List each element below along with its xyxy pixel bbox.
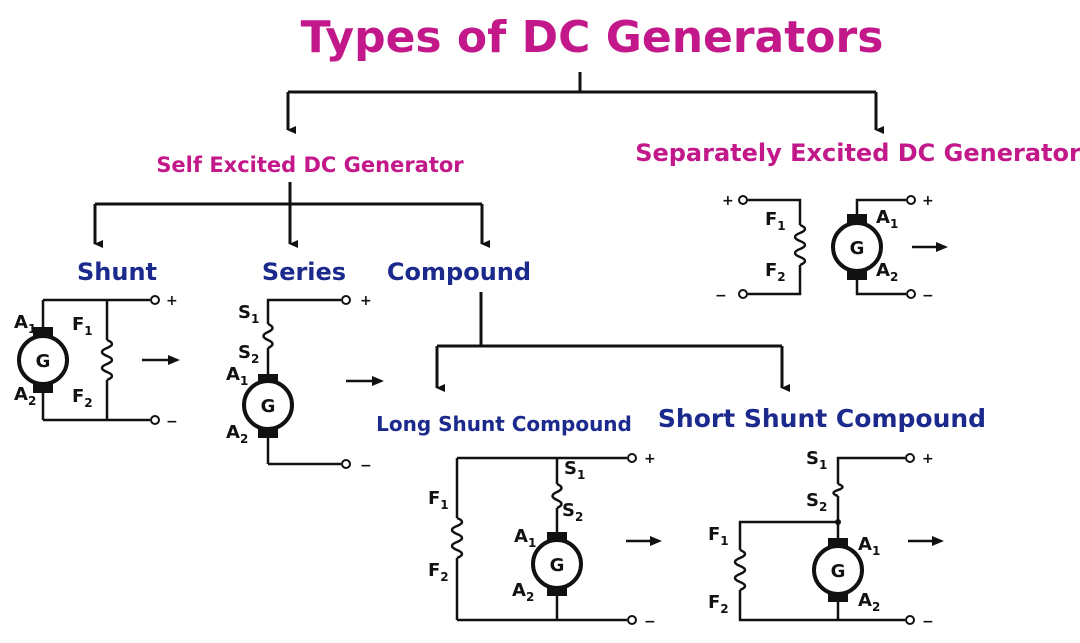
short-shunt-circuit: + − S1 S2 F1 F2 G A1 A2 (708, 448, 944, 630)
short-shunt-plus: + (922, 451, 934, 467)
svg-text:F2: F2 (428, 560, 449, 584)
tree-compound (435, 292, 790, 392)
svg-text:S1: S1 (564, 458, 585, 482)
long-shunt-label: Long Shunt Compound (376, 412, 632, 436)
svg-text:A2: A2 (858, 590, 880, 614)
shunt-circuit: + − G A1 A2 F1 F2 (14, 293, 180, 430)
svg-text:F2: F2 (708, 592, 729, 616)
svg-text:S2: S2 (238, 342, 259, 366)
svg-text:F1: F1 (428, 488, 449, 512)
svg-text:S1: S1 (806, 448, 827, 472)
compound-label: Compound (387, 258, 531, 286)
long-shunt-minus: − (644, 614, 656, 630)
svg-text:F2: F2 (765, 260, 786, 284)
coil-icon (733, 548, 747, 592)
self-excited-label: Self Excited DC Generator (156, 153, 464, 177)
page-title: Types of DC Generators (301, 12, 884, 63)
svg-text:A1: A1 (514, 526, 536, 550)
tree-top (286, 72, 884, 134)
sep-field-plus: + (722, 193, 734, 209)
svg-text:A1: A1 (858, 534, 880, 558)
arrow-right-icon (912, 242, 948, 252)
generator-label: G (261, 396, 276, 417)
sep-arm-plus: + (922, 193, 934, 209)
separately-excited-circuit: + − F1 F2 + − G A1 A2 (715, 193, 948, 304)
generator-icon: G (812, 538, 864, 602)
series-circuit: + − S1 S2 G A1 A2 (226, 293, 384, 474)
tree-self-excited (93, 182, 490, 248)
generator-icon: G (17, 327, 69, 393)
arrow-right-icon (626, 536, 662, 546)
generator-label: G (36, 351, 51, 372)
shunt-minus: − (166, 414, 178, 430)
arrow-right-icon (142, 355, 180, 365)
shunt-plus: + (166, 293, 178, 309)
svg-text:F2: F2 (72, 386, 93, 410)
series-label: Series (262, 258, 346, 286)
sep-field-minus: − (715, 288, 727, 304)
svg-text:S2: S2 (562, 500, 583, 524)
series-minus: − (360, 458, 372, 474)
arrow-right-icon (346, 376, 384, 386)
svg-text:F1: F1 (765, 209, 786, 233)
shunt-label: Shunt (77, 258, 157, 286)
svg-text:F1: F1 (72, 314, 93, 338)
coil-icon (450, 516, 464, 560)
generator-icon: G (242, 374, 294, 438)
svg-text:A2: A2 (14, 384, 36, 408)
generator-icon: G (531, 532, 583, 596)
svg-text:S2: S2 (806, 490, 827, 514)
svg-text:F1: F1 (708, 524, 729, 548)
short-shunt-minus: − (922, 614, 934, 630)
series-plus: + (360, 293, 372, 309)
svg-text:A1: A1 (876, 207, 898, 231)
long-shunt-plus: + (644, 451, 656, 467)
long-shunt-circuit: + − S1 S2 F1 F2 G A1 A2 (428, 451, 662, 630)
short-shunt-label: Short Shunt Compound (658, 404, 986, 433)
svg-text:A1: A1 (14, 312, 36, 336)
generator-label: G (850, 238, 865, 259)
coil-icon (100, 338, 114, 382)
coil-icon (832, 482, 844, 498)
svg-text:S1: S1 (238, 302, 259, 326)
sep-arm-minus: − (922, 288, 934, 304)
svg-text:A1: A1 (226, 364, 248, 388)
generator-label: G (550, 555, 565, 576)
coil-icon (793, 223, 807, 267)
coil-icon (551, 482, 563, 510)
arrow-right-icon (908, 536, 944, 546)
svg-text:A2: A2 (876, 260, 898, 284)
svg-text:A2: A2 (226, 422, 248, 446)
coil-icon (262, 322, 274, 350)
svg-text:A2: A2 (512, 580, 534, 604)
generator-icon: G (831, 214, 883, 280)
generator-label: G (831, 561, 846, 582)
separately-excited-label: Separately Excited DC Generator (635, 139, 1080, 167)
